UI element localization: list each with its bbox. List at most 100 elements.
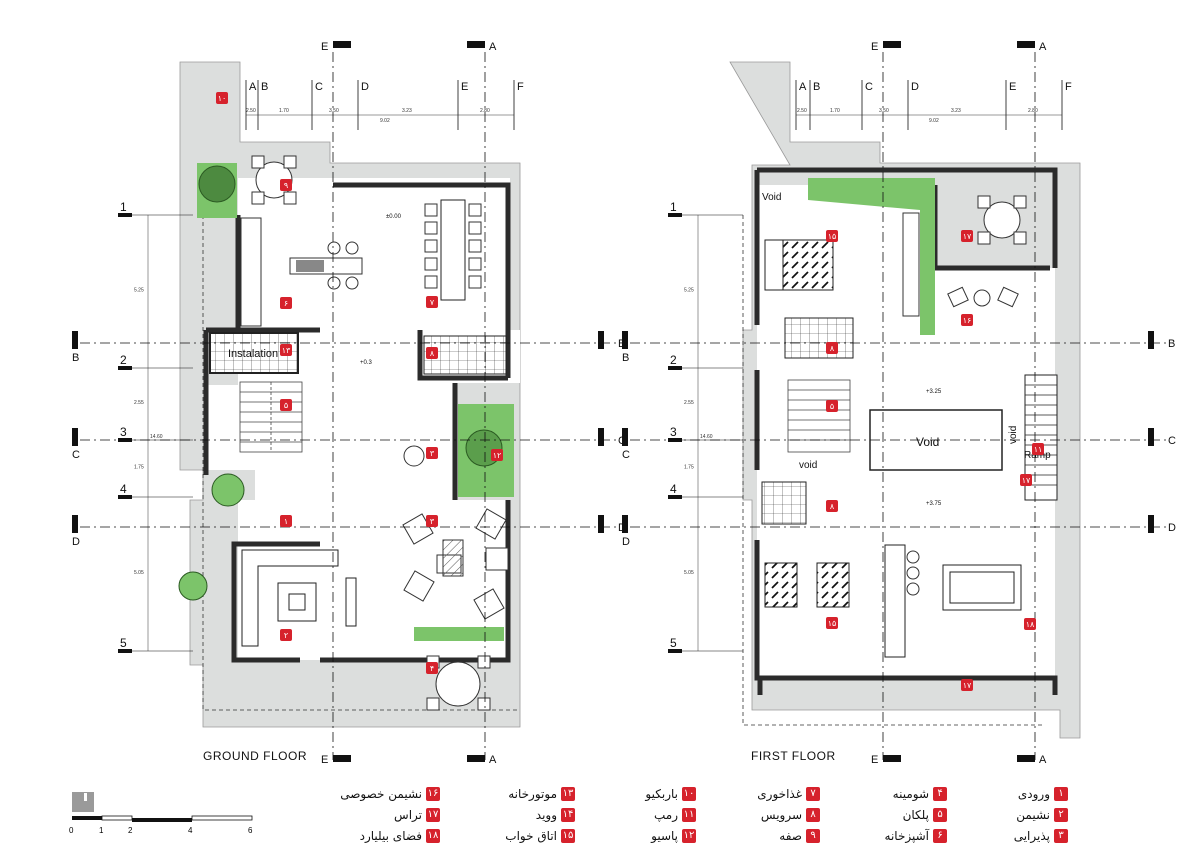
- grid-row-label-4: 4: [120, 482, 127, 496]
- section-marker-D-right: [1148, 515, 1154, 533]
- room-marker: [826, 230, 838, 242]
- room-marker-number: ٨: [830, 344, 835, 353]
- room-marker: [1020, 474, 1032, 486]
- legend-label: رمپ: [653, 808, 678, 822]
- grid-row-tick-1: [668, 213, 682, 217]
- legend-label: ووید: [535, 808, 557, 822]
- legend-label: فضای بیلیارد: [359, 829, 422, 843]
- grid-col-label-E: E: [461, 81, 468, 93]
- first-terrace-round-table: [983, 201, 1021, 239]
- section-label-C-left: C: [72, 449, 80, 461]
- room-marker-number: ۴: [430, 664, 434, 673]
- room-marker: [280, 399, 292, 411]
- legend-label: نشیمن خصوصی: [340, 787, 422, 801]
- patio-round-table: [403, 445, 425, 467]
- grid-row-tick-5: [118, 649, 132, 653]
- terrace-round-table: [435, 661, 481, 707]
- dim-top-1: 1.70: [830, 108, 840, 114]
- dim-top-4: 2.80: [480, 108, 490, 114]
- legend-label: ورودی: [1017, 787, 1050, 801]
- dim-total: 9.02: [929, 118, 939, 124]
- grid-col-label-C: C: [865, 81, 873, 93]
- grid-row-tick-4: [668, 495, 682, 499]
- first-bar-counter: [884, 544, 906, 658]
- scale-tick-1: 1: [99, 826, 104, 835]
- bed-1: [782, 239, 834, 291]
- grid-row-label-5: 5: [670, 636, 677, 650]
- grid-row-label-2: 2: [120, 353, 127, 367]
- legend-item: ۶ آشپزخانه: [885, 829, 947, 843]
- room-marker: [426, 662, 438, 674]
- section-marker-B-right: [598, 331, 604, 349]
- section-marker-E-top: [883, 41, 901, 48]
- grid-col-label-F: F: [1065, 81, 1072, 93]
- legend-number: ١: [1054, 787, 1068, 801]
- room-marker-number: ۵: [830, 402, 834, 411]
- bbq-chairs: [251, 155, 297, 205]
- dim-top-3: 3.23: [951, 108, 961, 114]
- legend-label: سرویس: [760, 808, 802, 822]
- grid-row-tick-4: [118, 495, 132, 499]
- kitchen-counter: [240, 217, 262, 327]
- legend-item: ١٧ تراس: [394, 808, 440, 822]
- section-marker-A-bottom: [467, 755, 485, 762]
- legend-item: ١ ورودی: [1018, 787, 1068, 801]
- first-dashed-boundary: [742, 215, 1045, 726]
- legend-label: صفه: [779, 829, 802, 843]
- section-marker-A-top: [467, 41, 485, 48]
- scale-bar: [72, 792, 253, 822]
- grid-col-label-E: E: [1009, 81, 1016, 93]
- room-marker: [280, 515, 292, 527]
- void-top-label: Void: [762, 192, 781, 203]
- legend-label: تراس: [394, 808, 422, 822]
- legend-number: ٢: [1054, 808, 1068, 822]
- legend-number: ١٣: [561, 787, 575, 801]
- section-label-D-left: D: [622, 536, 630, 548]
- section-label-B-right: B: [618, 338, 625, 350]
- room-marker: [826, 400, 838, 412]
- coffee-table: [442, 539, 464, 577]
- first-floor-plan: Void Void void void Ramp +3.25 +3.75: [729, 61, 1081, 739]
- room-marker: [961, 679, 973, 691]
- legend-label: آشپزخانه: [884, 829, 929, 843]
- legend-label: پذیرایی: [1013, 829, 1050, 843]
- legend-number: ١٧: [426, 808, 440, 822]
- terrace-planter: [414, 627, 504, 641]
- stair-level: +3.25: [926, 389, 942, 395]
- legend-number: ٩: [806, 829, 820, 843]
- section-label-C-right: C: [1168, 435, 1176, 447]
- section-label-D-right: D: [1168, 522, 1176, 534]
- scale-tick-2: 2: [128, 826, 133, 835]
- dim-side-3: 5.05: [684, 570, 694, 576]
- section-label-B-right: B: [1168, 338, 1175, 350]
- installation-label: Instalation: [228, 348, 278, 360]
- section-label-E-bottom: E: [871, 754, 878, 766]
- room-marker-number: ١۶: [963, 316, 972, 325]
- room-marker: [426, 447, 438, 459]
- room-marker-number: ١٨: [1026, 620, 1035, 629]
- room-marker: [1024, 618, 1036, 630]
- void-small-label: void: [799, 460, 817, 471]
- room-marker: [426, 515, 438, 527]
- room-marker-number: ٧: [430, 298, 435, 307]
- dim-side-2: 1.75: [134, 465, 144, 471]
- room-marker: [426, 296, 438, 308]
- room-marker-number: ٣: [430, 449, 435, 458]
- grid-row-label-5: 5: [120, 636, 127, 650]
- first-floor-title: FIRST FLOOR: [751, 749, 836, 763]
- room-marker-number: ١٠: [218, 94, 227, 103]
- legend-number: ۶: [933, 829, 947, 843]
- bar-stools: [327, 241, 359, 290]
- grid-row-label-3: 3: [120, 425, 127, 439]
- room-marker-number: ٢: [284, 631, 288, 640]
- section-marker-D-right: [598, 515, 604, 533]
- room-marker-number: ١٢: [493, 451, 502, 460]
- legend-number: ٨: [806, 808, 820, 822]
- dining-chairs: [424, 203, 482, 289]
